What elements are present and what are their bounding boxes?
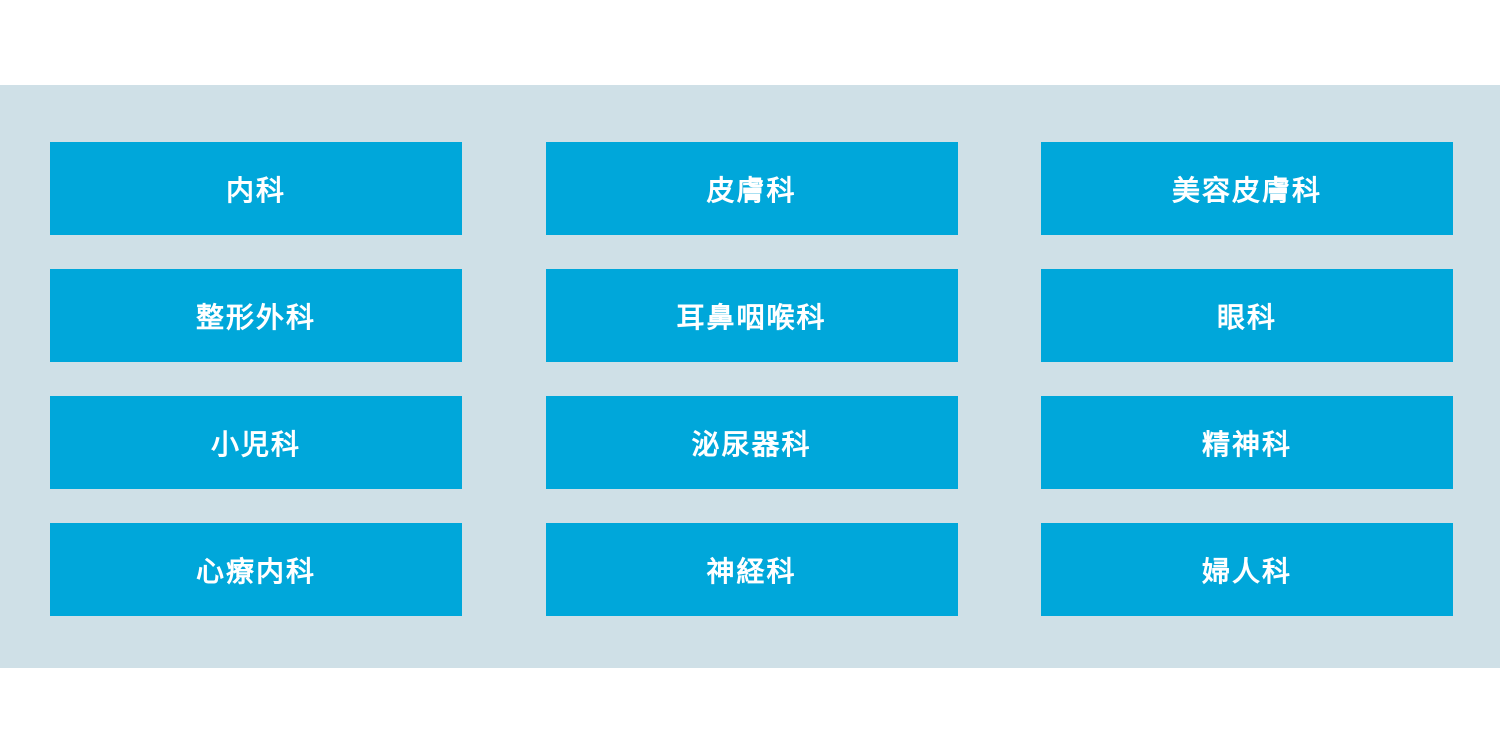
departments-panel: 内科 皮膚科 美容皮膚科 整形外科 耳鼻咽喉科 眼科 小児科 泌尿器科 精神科 … xyxy=(0,85,1500,668)
department-button-gynecology[interactable]: 婦人科 xyxy=(1041,523,1453,616)
department-button-dermatology[interactable]: 皮膚科 xyxy=(545,142,958,235)
department-button-orthopedics[interactable]: 整形外科 xyxy=(50,269,462,362)
departments-grid: 内科 皮膚科 美容皮膚科 整形外科 耳鼻咽喉科 眼科 小児科 泌尿器科 精神科 … xyxy=(50,142,1453,616)
department-button-cosmetic-dermatology[interactable]: 美容皮膚科 xyxy=(1041,142,1453,235)
department-button-psychiatry[interactable]: 精神科 xyxy=(1041,396,1453,489)
department-button-pediatrics[interactable]: 小児科 xyxy=(50,396,462,489)
department-button-urology[interactable]: 泌尿器科 xyxy=(545,396,958,489)
department-button-otolaryngology[interactable]: 耳鼻咽喉科 xyxy=(545,269,958,362)
department-button-neurology[interactable]: 神経科 xyxy=(545,523,958,616)
department-button-psychosomatic-medicine[interactable]: 心療内科 xyxy=(50,523,462,616)
department-button-internal-medicine[interactable]: 内科 xyxy=(50,142,462,235)
department-button-ophthalmology[interactable]: 眼科 xyxy=(1041,269,1453,362)
